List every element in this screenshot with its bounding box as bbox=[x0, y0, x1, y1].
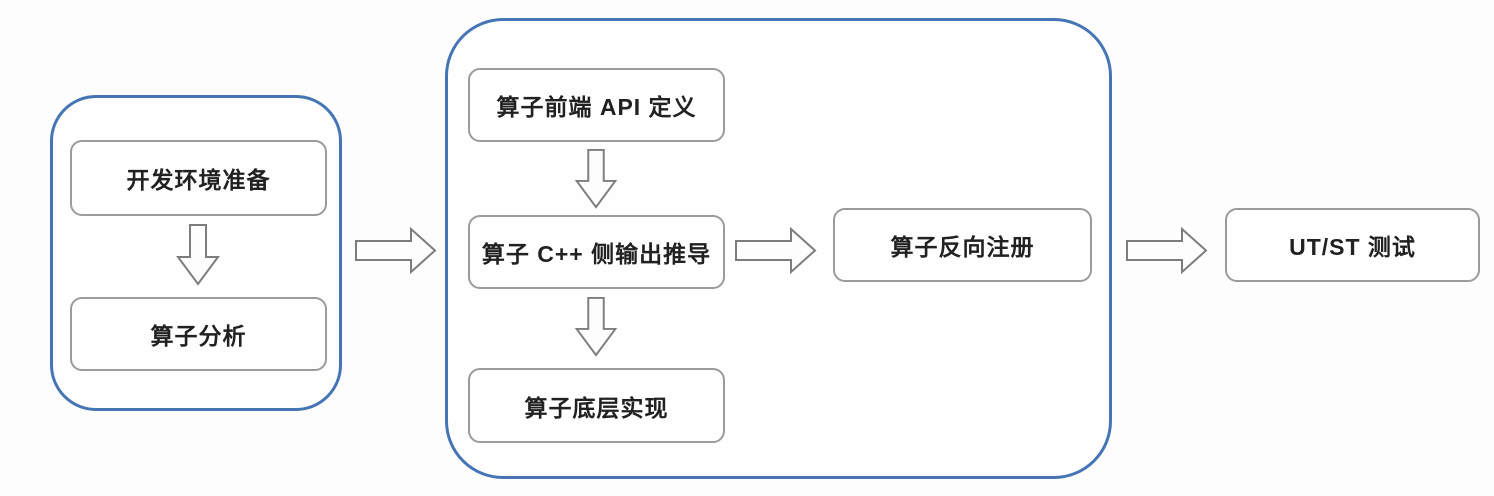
down-arrow-icon bbox=[574, 149, 618, 209]
node-operator-analysis: 算子分析 bbox=[70, 297, 327, 371]
node-low-level-implementation-label: 算子底层实现 bbox=[524, 394, 669, 421]
node-dev-env-preparation-label: 开发环境准备 bbox=[126, 167, 271, 193]
right-arrow-icon bbox=[735, 227, 817, 274]
node-cpp-output-inference-label: 算子 C++ 侧输出推导 bbox=[481, 241, 712, 267]
down-arrow-icon bbox=[574, 297, 618, 357]
node-frontend-api-definition: 算子前端 API 定义 bbox=[468, 68, 725, 142]
node-operator-analysis-label: 算子分析 bbox=[150, 323, 247, 349]
node-ut-st-test-label: UT/ST 测试 bbox=[1289, 234, 1416, 260]
node-backward-registration-label: 算子反向注册 bbox=[890, 234, 1035, 260]
node-cpp-output-inference: 算子 C++ 侧输出推导 bbox=[468, 215, 725, 289]
down-arrow-icon bbox=[176, 224, 220, 286]
node-frontend-api-definition-label: 算子前端 API 定义 bbox=[496, 94, 697, 120]
right-arrow-icon bbox=[1126, 227, 1208, 274]
right-arrow-icon bbox=[355, 227, 437, 274]
node-backward-registration: 算子反向注册 bbox=[833, 208, 1092, 282]
node-low-level-implementation: 算子底层实现 bbox=[468, 368, 725, 443]
node-ut-st-test: UT/ST 测试 bbox=[1225, 208, 1480, 282]
node-dev-env-preparation: 开发环境准备 bbox=[70, 140, 327, 216]
